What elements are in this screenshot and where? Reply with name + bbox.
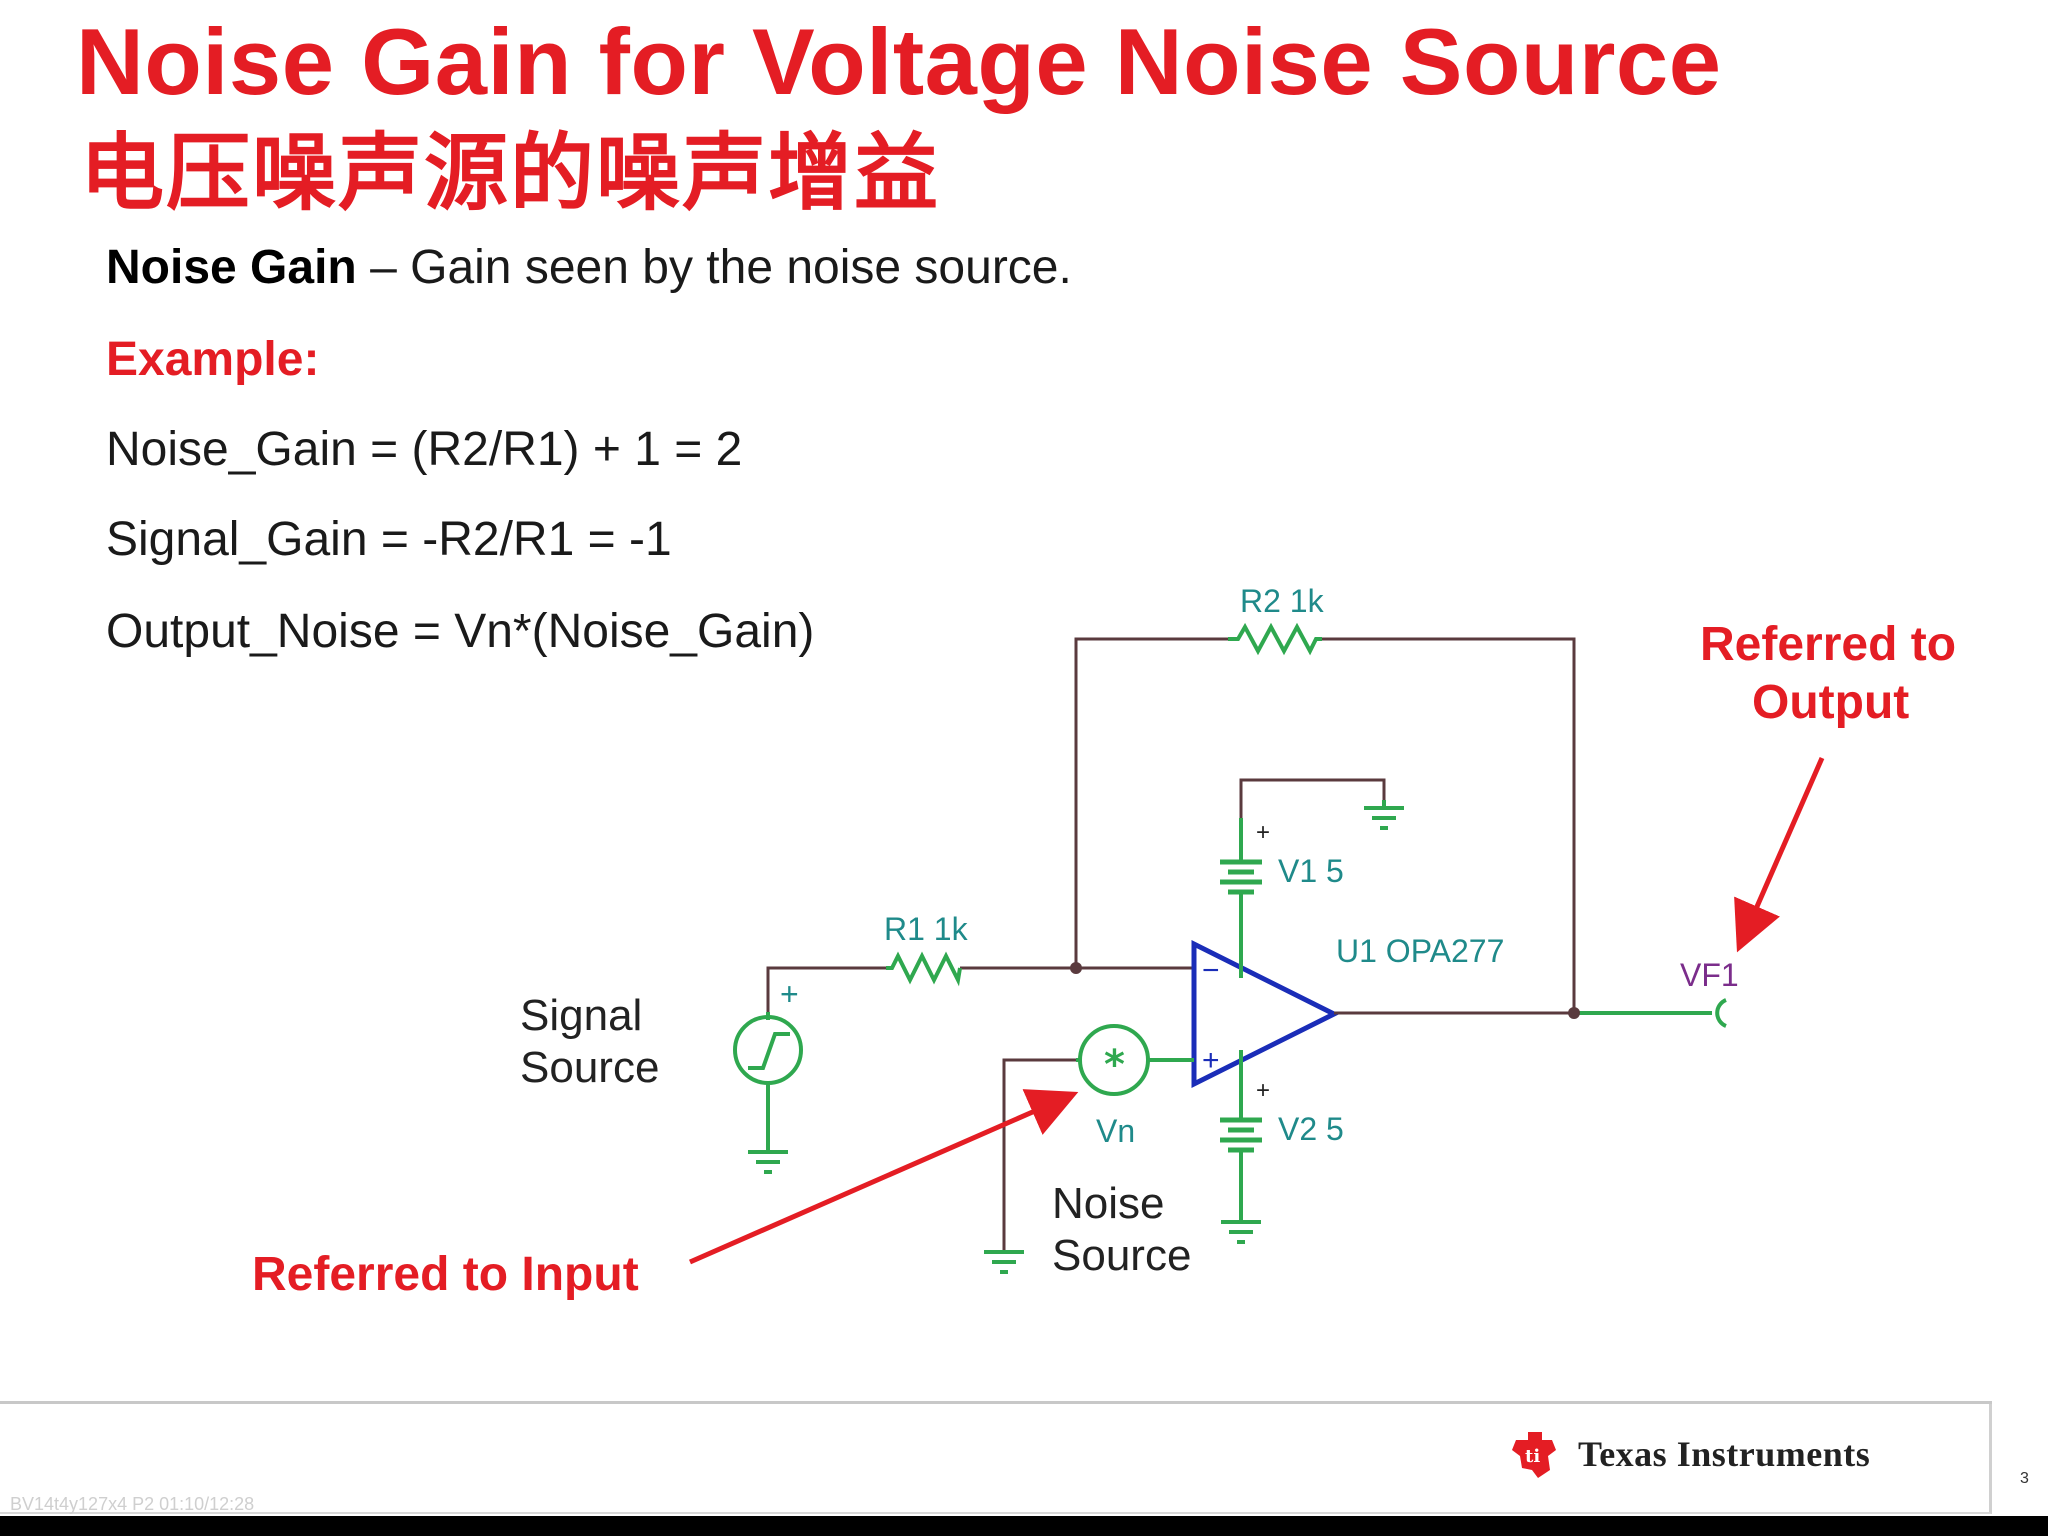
v2-label: V2 5 bbox=[1278, 1111, 1344, 1147]
input-wires bbox=[766, 966, 1194, 1012]
signal-source-symbol bbox=[733, 1012, 803, 1174]
vf1-label: VF1 bbox=[1680, 957, 1739, 993]
u1-label: U1 OPA277 bbox=[1336, 933, 1504, 969]
video-watermark: BV14t4y127x4 P2 01:10/12:28 bbox=[10, 1494, 255, 1514]
v1-label: V1 5 bbox=[1278, 853, 1344, 889]
annotation-input: Referred to Input bbox=[252, 1248, 639, 1301]
definition-text: – Gain seen by the noise source. bbox=[356, 241, 1072, 294]
vn-label: Vn bbox=[1096, 1113, 1135, 1149]
resistor-r1 bbox=[886, 951, 962, 987]
noise-source-label-line2: Source bbox=[1052, 1231, 1191, 1280]
annotation-output-line2: Output bbox=[1752, 676, 1909, 729]
r1-label: R1 1k bbox=[884, 911, 969, 947]
definition-term: Noise Gain bbox=[106, 241, 357, 294]
page-number: 3 bbox=[2020, 1470, 2029, 1487]
equation-output-noise: Output_Noise = Vn*(Noise_Gain) bbox=[106, 605, 815, 658]
example-label: Example: bbox=[106, 333, 320, 386]
battery-v2 bbox=[1220, 1050, 1262, 1244]
v2-plus-sign: + bbox=[1256, 1077, 1270, 1104]
noise-gain-definition: Noise Gain – Gain seen by the noise sour… bbox=[106, 240, 1072, 295]
circuit-schematic: R2 1k R1 1k + Signal Source − + U1 OPA27… bbox=[252, 583, 1956, 1301]
opamp-plus-sign: + bbox=[1202, 1044, 1220, 1077]
annotation-output-line1: Referred to bbox=[1700, 618, 1956, 671]
vf1-probe-symbol bbox=[1715, 998, 1727, 1028]
ti-chip-icon: ti bbox=[1512, 1432, 1556, 1478]
v1-plus-sign: + bbox=[1256, 819, 1270, 846]
footer-divider bbox=[0, 1401, 1992, 1404]
junction-dot bbox=[1070, 962, 1082, 974]
signal-source-label-line1: Signal bbox=[520, 991, 642, 1040]
signal-source-label-line2: Source bbox=[520, 1043, 659, 1092]
battery-v1 bbox=[1220, 778, 1404, 978]
equation-signal-gain: Signal_Gain = -R2/R1 = -1 bbox=[106, 513, 672, 566]
noise-source-label-line1: Noise bbox=[1052, 1179, 1165, 1228]
bottom-bar bbox=[0, 1516, 2048, 1536]
r2-label: R2 1k bbox=[1240, 583, 1325, 619]
equation-noise-gain: Noise_Gain = (R2/R1) + 1 = 2 bbox=[106, 423, 743, 476]
noise-source-symbol bbox=[984, 1024, 1194, 1274]
slide-title-chinese: 电压噪声源的噪声增益 bbox=[80, 123, 941, 222]
output-junction-dot bbox=[1568, 1007, 1580, 1019]
resistor-r2 bbox=[1228, 622, 1322, 656]
signal-source-plus: + bbox=[780, 976, 799, 1012]
slide-title: Noise Gain for Voltage Noise Source bbox=[76, 9, 1722, 114]
arrow-to-output bbox=[1734, 756, 1825, 953]
ti-logo: ti Texas Instruments bbox=[1508, 1426, 1870, 1482]
feedback-wires bbox=[1074, 637, 1576, 1013]
opamp-minus-sign: − bbox=[1202, 954, 1220, 987]
noise-asterisk: * bbox=[1104, 1042, 1125, 1088]
svg-text:ti: ti bbox=[1525, 1446, 1540, 1467]
company-name: Texas Instruments bbox=[1578, 1434, 1871, 1474]
arrow-to-input bbox=[688, 1089, 1079, 1265]
opamp-u1 bbox=[1191, 939, 1340, 1089]
footer bbox=[0, 1404, 1992, 1514]
